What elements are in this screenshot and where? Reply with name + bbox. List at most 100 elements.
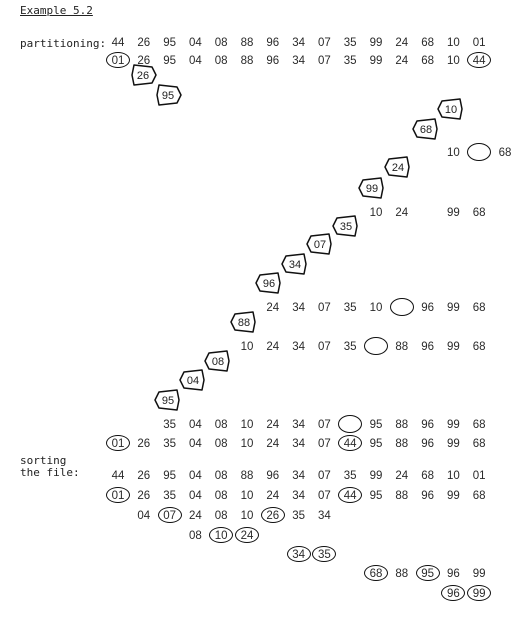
grid-value: 08 <box>214 37 228 49</box>
grid-value: 24 <box>395 37 409 49</box>
grid-value: 68 <box>472 207 486 219</box>
tag-label: 99 <box>366 183 378 195</box>
grid-value: 34 <box>292 37 305 49</box>
grid-value: 35 <box>292 510 305 522</box>
grid-value: 08 <box>214 419 228 431</box>
grid-value: 24 <box>395 55 409 67</box>
grid-value: 01 <box>472 470 486 482</box>
circled-value-ring <box>106 435 130 451</box>
grid-value: 07 <box>163 510 176 522</box>
grid-value: 07 <box>317 37 331 49</box>
circled-value-ring <box>209 527 234 543</box>
grid-value: 68 <box>472 490 486 502</box>
grid-value: 88 <box>395 419 409 431</box>
empty-slot-circle <box>467 143 492 161</box>
grid-value: 01 <box>111 55 125 67</box>
grid-value: 34 <box>292 302 305 314</box>
grid-value: 24 <box>266 490 280 502</box>
grid-value: 24 <box>188 510 202 522</box>
grid-value: 08 <box>214 438 228 450</box>
grid-value: 96 <box>421 438 434 450</box>
grid-value: 35 <box>163 490 176 502</box>
grid-value: 88 <box>395 490 409 502</box>
grid-value: 24 <box>266 438 280 450</box>
grid-value: 04 <box>188 419 202 431</box>
grid-value: 26 <box>137 490 151 502</box>
grid-value: 35 <box>343 302 357 314</box>
grid-value: 35 <box>343 470 357 482</box>
circled-value-ring <box>441 585 466 601</box>
grid-value: 26 <box>137 37 151 49</box>
grid-value: 04 <box>188 37 202 49</box>
tag-outline <box>358 177 384 199</box>
tag-label: 95 <box>162 395 174 407</box>
grid-value: 95 <box>369 438 383 450</box>
grid-value: 99 <box>446 207 460 219</box>
tag-label: 07 <box>314 239 326 251</box>
circled-value-ring <box>106 52 130 68</box>
pointer-tag: 10 <box>437 98 463 120</box>
grid-value: 04 <box>188 470 202 482</box>
grid-value: 96 <box>421 341 434 353</box>
grid-value: 07 <box>317 419 331 431</box>
grid-value: 07 <box>317 470 331 482</box>
grid-value: 96 <box>446 568 460 580</box>
grid-value: 88 <box>395 438 409 450</box>
grid-value: 35 <box>343 55 357 67</box>
tag-label: 10 <box>445 104 457 116</box>
tag-label: 35 <box>340 221 352 233</box>
grid-value: 10 <box>240 341 254 353</box>
grid-value: 10 <box>240 419 254 431</box>
grid-value: 08 <box>214 490 228 502</box>
tag-outline <box>179 369 205 391</box>
grid-value: 34 <box>292 55 305 67</box>
grid-value: 04 <box>188 490 202 502</box>
grid-value: 96 <box>421 302 434 314</box>
circled-value-ring <box>106 487 130 503</box>
circled-value-ring <box>364 565 388 581</box>
empty-slot-circle <box>338 415 363 433</box>
grid-value: 04 <box>137 510 151 522</box>
pointer-tag: 35 <box>332 215 358 237</box>
grid-value: 96 <box>421 419 434 431</box>
grid-value: 34 <box>292 419 305 431</box>
circled-value-ring <box>286 546 311 562</box>
grid-value: 99 <box>446 438 460 450</box>
circled-value-ring <box>338 435 363 451</box>
grid-value: 35 <box>163 419 176 431</box>
grid-value: 04 <box>188 55 202 67</box>
pointer-tag: 24 <box>384 156 410 178</box>
grid-value: 96 <box>266 37 280 49</box>
grid-value: 44 <box>111 37 125 49</box>
tag-label: 08 <box>212 356 224 368</box>
grid-value: 01 <box>472 37 486 49</box>
grid-value: 99 <box>472 568 486 580</box>
pointer-tag: 99 <box>358 177 384 199</box>
tag-outline <box>437 98 463 120</box>
grid-value: 68 <box>498 147 512 159</box>
grid-value: 44 <box>111 470 125 482</box>
grid-value: 95 <box>163 470 176 482</box>
grid-value: 24 <box>395 207 409 219</box>
pointer-tag: 04 <box>179 369 205 391</box>
grid-value: 08 <box>214 55 228 67</box>
grid-value: 07 <box>317 302 331 314</box>
tag-outline <box>306 233 332 255</box>
grid-value: 99 <box>472 588 486 600</box>
grid-value: 01 <box>111 438 125 450</box>
grid-value: 68 <box>472 341 486 353</box>
grid-value: 44 <box>343 438 357 450</box>
tag-outline <box>230 311 256 333</box>
grid-value: 35 <box>317 549 331 561</box>
grid-value: 88 <box>240 55 254 67</box>
grid-value: 10 <box>240 510 254 522</box>
grid-value: 35 <box>343 37 357 49</box>
grid-value: 95 <box>369 490 383 502</box>
empty-slot-circle <box>364 337 388 355</box>
tag-label: 96 <box>263 278 275 290</box>
tag-label: 88 <box>238 317 250 329</box>
tag-label: 95 <box>162 90 174 102</box>
grid-value: 99 <box>369 470 383 482</box>
